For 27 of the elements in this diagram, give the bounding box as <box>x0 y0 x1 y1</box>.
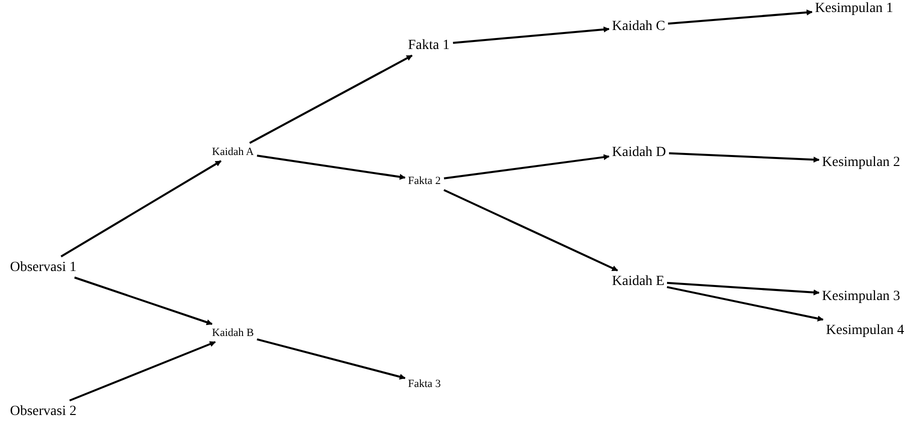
node-label: Kaidah A <box>212 146 254 158</box>
arrow <box>69 341 216 402</box>
arrow <box>444 189 618 272</box>
node-label: Kaidah D <box>612 144 666 160</box>
node-label: Kesimpulan 1 <box>815 0 894 16</box>
arrow <box>60 160 222 258</box>
node-label: Fakta 3 <box>408 378 441 390</box>
arrow <box>452 26 610 44</box>
node-label: Fakta 1 <box>408 38 450 53</box>
arrow <box>74 276 213 326</box>
arrow <box>256 338 406 380</box>
node-label: Kesimpulan 4 <box>826 322 904 338</box>
node-label: Observasi 1 <box>10 260 76 275</box>
node-label: Observasi 2 <box>10 404 76 419</box>
node-label: Kaidah E <box>612 274 664 289</box>
arrow <box>256 154 406 180</box>
node-label: Fakta 2 <box>408 175 441 188</box>
node-label: Kaidah C <box>612 18 666 34</box>
arrow <box>444 154 610 180</box>
arrow <box>668 152 820 163</box>
node-label: Kesimpulan 3 <box>822 288 900 304</box>
node-label: Kaidah B <box>212 327 254 340</box>
node-label: Kesimpulan 2 <box>822 154 900 170</box>
arrow <box>249 54 413 144</box>
arrow <box>666 286 824 322</box>
arrow <box>666 282 820 296</box>
arrow <box>668 9 813 25</box>
